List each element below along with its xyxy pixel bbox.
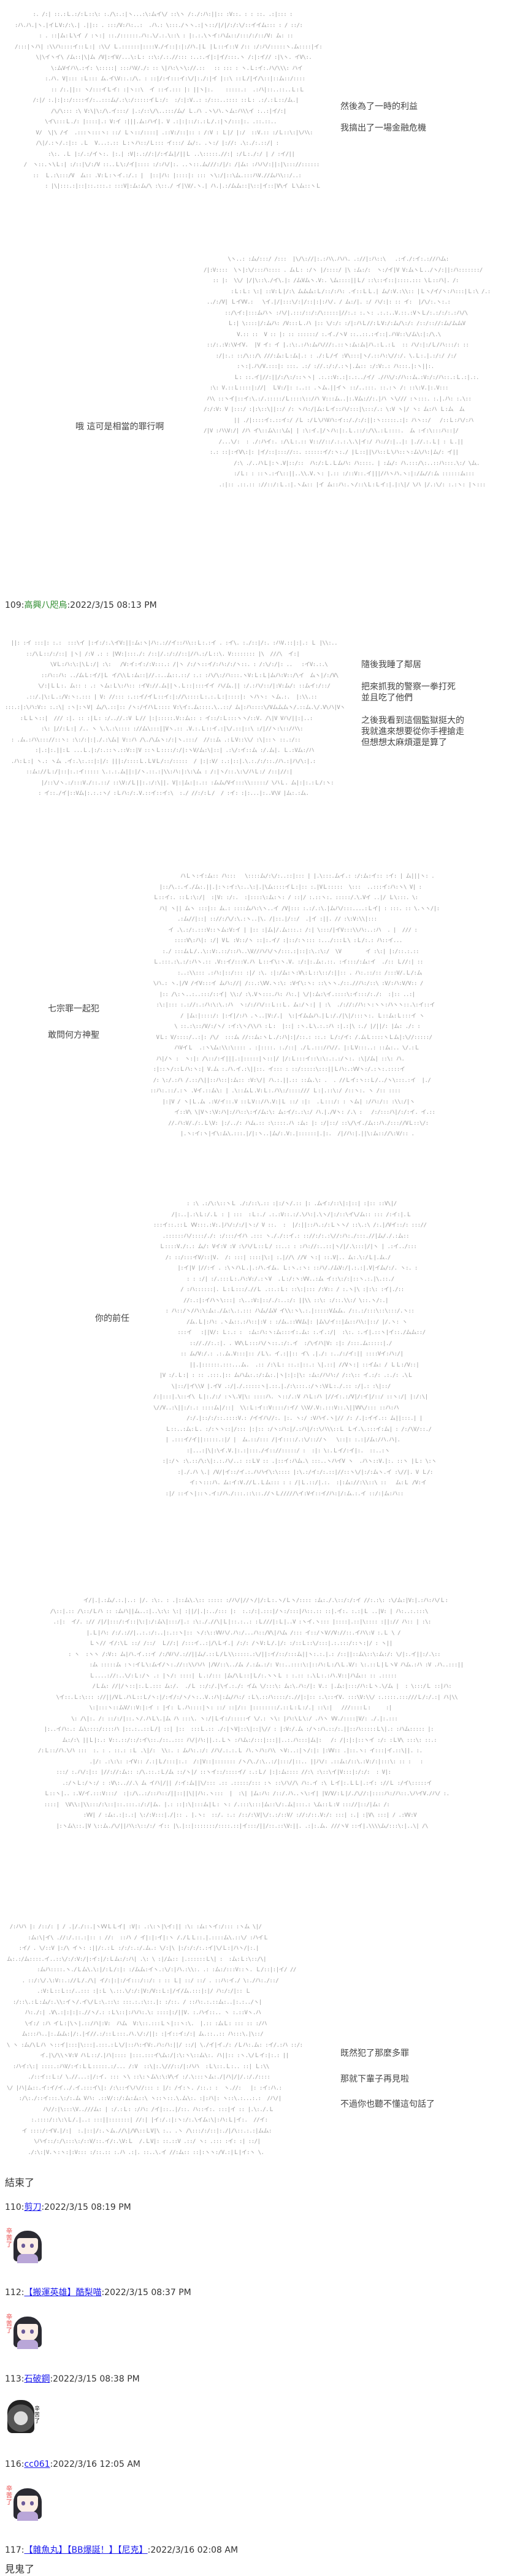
post-time: :2022/3/15 08:38 PM xyxy=(50,2374,140,2384)
sticker-caption: 辛苦了 xyxy=(6,2228,12,2248)
sticker-caption: 辛苦了 xyxy=(34,2406,40,2425)
dialogue-line: 那就下輩子再見啦 xyxy=(340,2074,409,2084)
sticker-chibi-girl: 辛苦了 xyxy=(5,2227,42,2263)
sticker-caption: 辛苦了 xyxy=(6,2314,12,2334)
post-header-116: 116:cc061:2022/3/16 12:05 AM xyxy=(5,2459,140,2470)
poster-name[interactable]: 【搬運英雄】酷梨喵 xyxy=(24,2288,102,2298)
post-header-110: 110:剪刀:2022/3/15 08:19 PM xyxy=(5,2202,131,2213)
dialogue-line: 七宗罪一起犯 xyxy=(48,1004,99,1014)
post-time: :2022/3/16 02:08 AM xyxy=(147,2545,239,2555)
ascii-art-explosion: イ/|.|.:ム/.:.|..: |/. :\:. : .|::ム\.\:: :… xyxy=(38,1598,463,1830)
post-time: :2022/3/15 08:19 PM xyxy=(41,2202,131,2212)
dialogue-line: 然後為了一時的利益 xyxy=(340,102,418,112)
dialogue-line: 不過你也聽不懂這句話了 xyxy=(340,2099,435,2109)
dialogue-line: 既然犯了那麼多罪 xyxy=(340,2049,409,2058)
sticker-chibi-girl: 辛苦了 xyxy=(5,2313,42,2349)
dialogue-line: 我就進來想要從你手裡搶走 xyxy=(361,727,464,737)
dialogue-line: 之後我看到這個監獄挺大的 xyxy=(361,716,464,726)
dialogue-line: 哦 這可是相當的罪行啊 xyxy=(75,422,164,432)
ascii-art-glasses-character: ハＬヽ:イ:ム:: ハ::: \::::ム/:\/:..::|::: | |.\… xyxy=(150,873,440,1137)
dialogue-line: 隨後我睡了鄰居 xyxy=(361,660,421,670)
post-time: :2022/3/15 08:13 PM xyxy=(67,600,157,610)
ascii-art-character-saluting: :. /:| ::.:Ｌ.:/:Ｌ::\: :./\:.:|ヽ...:\:ムイ\… xyxy=(15,12,323,190)
post-number: 112: xyxy=(5,2288,25,2298)
dialogue-line: 把來抓我的警察一拳打死 xyxy=(361,682,456,692)
post-time: :2022/3/16 12:05 AM xyxy=(50,2459,140,2469)
poster-name[interactable]: 高興八咫烏 xyxy=(24,600,67,610)
post-number: 113: xyxy=(5,2374,25,2384)
ascii-art-slashed-background: ||: :イ :::|: :.: :::\イ |:イ:/:.\イV:||:ム:ヽ… xyxy=(5,640,345,797)
post-number: 109: xyxy=(5,600,25,610)
post-number: 117: xyxy=(5,2545,25,2555)
sticker-crying-man: 辛苦了 xyxy=(5,2398,42,2434)
ascii-art-hooded-character: \ヽ..: :ム/:::/ /::: |\/\://|:.:ハ\.ハハ. .:/… xyxy=(204,256,489,488)
post-header-112: 112:【搬運英雄】酷梨喵:2022/3/15 08:37 PM xyxy=(5,2287,191,2298)
post-header-117: 117:【雜魚丸】【BB爆誕！】【尼克】:2022/3/16 02:08 AM xyxy=(5,2545,238,2556)
poster-name[interactable]: 【雜魚丸】【BB爆誕！】【尼克】 xyxy=(24,2545,148,2555)
post-body: 見鬼了 xyxy=(5,2563,35,2575)
post-header-109: 109:高興八咫烏:2022/3/15 08:13 PM xyxy=(5,600,157,611)
poster-name[interactable]: 石破鋼 xyxy=(24,2374,50,2384)
ascii-art-long-hair-character: : :\ .:/\:\::ヽＬ ./:/::\.:: :|:/ヽ/.:: |: … xyxy=(153,1201,437,1497)
post-time: :2022/3/15 08:37 PM xyxy=(101,2288,191,2298)
dialogue-line: 敢問何方神聖 xyxy=(48,1030,99,1040)
dialogue-line: 我搞出了一場金融危機 xyxy=(340,123,426,133)
sticker-chibi-girl: 辛苦了 xyxy=(5,2485,42,2521)
post-number: 116: xyxy=(5,2459,25,2469)
ascii-art-character-closeup: /:ハハ |: /::/: | / .|/./::.|ヽVVＬＬイ| :V|: … xyxy=(7,1924,302,2156)
dialogue-line: 你的前任 xyxy=(95,1314,129,1324)
end-text: 結束了 xyxy=(5,2177,35,2188)
poster-name[interactable]: cc061 xyxy=(24,2459,50,2469)
poster-name[interactable]: 剪刀 xyxy=(24,2202,42,2212)
sticker-caption: 辛苦了 xyxy=(6,2486,12,2506)
dialogue-line: 但想想太麻煩還是算了 xyxy=(361,738,447,748)
dialogue-line: 並且吃了他們 xyxy=(361,693,413,703)
post-header-113: 113:石破鋼:2022/3/15 08:38 PM xyxy=(5,2374,140,2385)
post-number: 110: xyxy=(5,2202,25,2212)
